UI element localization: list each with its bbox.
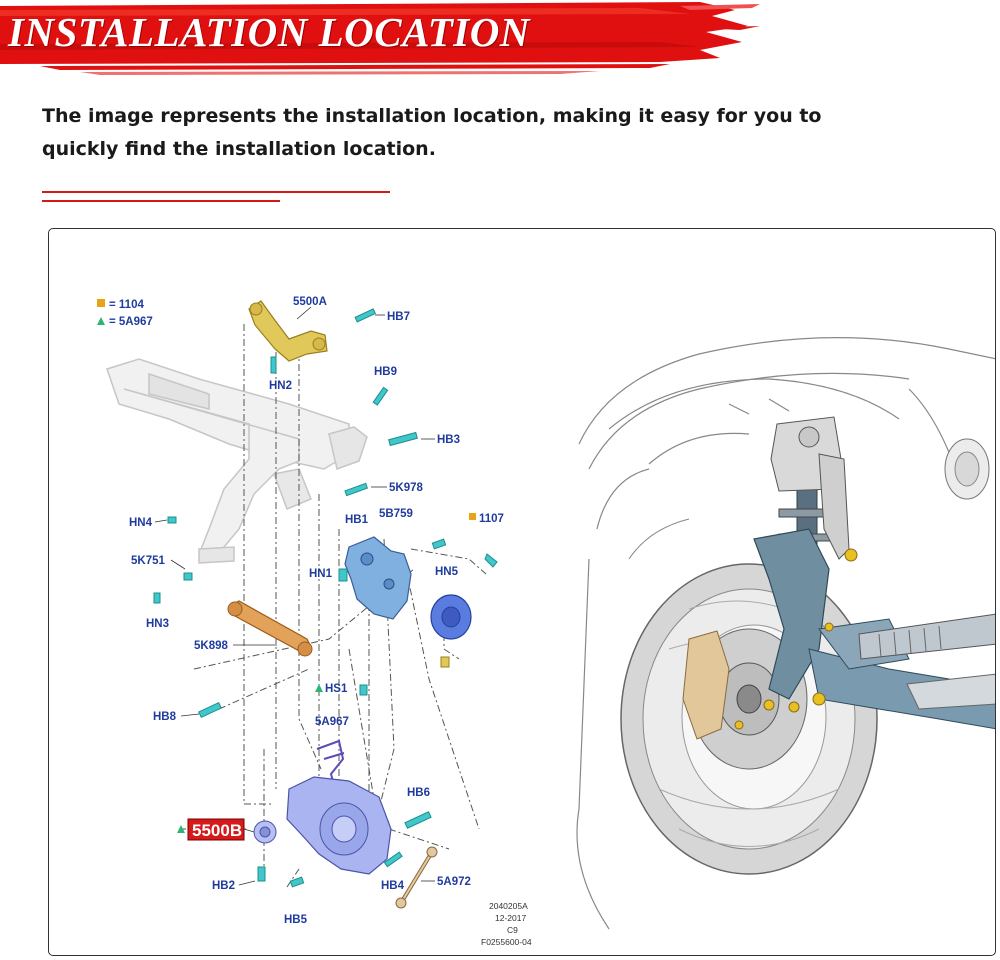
label-1107: 1107 — [479, 513, 504, 525]
hub-bearing — [430, 594, 472, 668]
label-5b759: 5B759 — [379, 508, 413, 520]
legend-square-icon — [97, 299, 105, 307]
label-hs1: HS1 — [325, 683, 348, 695]
lower-arm-5k898 — [227, 600, 313, 657]
label-hn4: HN4 — [129, 517, 153, 529]
marker-5500b-triangle-icon — [177, 825, 185, 833]
label-hn2: HN2 — [269, 380, 292, 392]
label-5a972: 5A972 — [437, 876, 471, 888]
legend-1104-text: = 1104 — [109, 299, 144, 311]
marker-hs1-triangle-icon — [315, 684, 323, 692]
upper-knuckle-5b759 — [344, 536, 412, 620]
wheel-assembly-illustration — [576, 337, 995, 930]
marker-1107-square-icon — [469, 513, 476, 520]
label-5500b: 5500B — [192, 821, 242, 840]
label-hb4: HB4 — [381, 880, 405, 892]
label-5a967: 5A967 — [315, 716, 349, 728]
label-hb2: HB2 — [212, 880, 235, 892]
title-banner — [0, 2, 760, 75]
upper-arm-5500a — [248, 300, 328, 362]
intro-text: The image represents the installation lo… — [42, 105, 822, 160]
toe-link-5a972 — [395, 846, 438, 909]
label-hb7: HB7 — [387, 311, 410, 323]
rear-knuckle-5500b — [253, 776, 392, 875]
label-5500b-box — [187, 818, 245, 841]
diagram-frame: = 1104 = 5A967 5500A HB7 HN2 HB9 HB3 5K9… — [48, 228, 996, 956]
label-5k898: 5K898 — [194, 640, 228, 652]
page-title: INSTALLATION LOCATION — [8, 9, 530, 55]
divider-rule-short — [42, 200, 280, 202]
ref-code-3: C9 — [507, 925, 518, 935]
ref-code-4: F0255600-04 — [481, 937, 532, 947]
label-hb1: HB1 — [345, 514, 369, 526]
divider-rule-long — [42, 191, 390, 193]
ref-code-2: 12-2017 — [495, 913, 526, 923]
label-hb3: HB3 — [437, 434, 460, 446]
suspension-diagram: = 1104 = 5A967 5500A HB7 HN2 HB9 HB3 5K9… — [97, 296, 995, 947]
link-1107 — [484, 553, 498, 568]
label-hb5: HB5 — [284, 914, 308, 926]
legend-triangle-icon — [97, 317, 105, 325]
label-5k751: 5K751 — [131, 555, 165, 567]
label-hb9: HB9 — [374, 366, 397, 378]
subframe-illustration — [106, 358, 368, 564]
ref-code-1: 2040205A — [489, 901, 528, 911]
label-5k978: 5K978 — [389, 482, 423, 494]
label-5500a: 5500A — [293, 296, 327, 308]
label-hb8: HB8 — [153, 711, 177, 723]
label-hb6: HB6 — [407, 787, 430, 799]
legend-5a967-text: = 5A967 — [109, 316, 153, 328]
bolts — [153, 308, 447, 888]
label-hn3: HN3 — [146, 618, 169, 630]
label-hn5: HN5 — [435, 566, 459, 578]
label-hn1: HN1 — [309, 568, 333, 580]
